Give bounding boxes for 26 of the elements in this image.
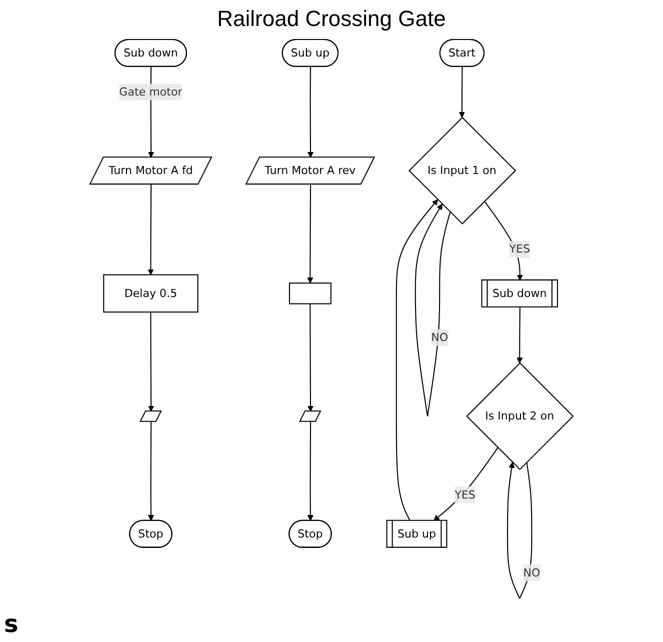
arrow (307, 184, 314, 284)
node-diamond: Is Input 2 on (466, 362, 574, 470)
arrow (484, 200, 523, 281)
arrow (148, 422, 154, 521)
arrow (458, 66, 465, 118)
arrow (307, 66, 314, 158)
node-parallelogram (299, 410, 322, 422)
text-fragment: s (4, 610, 18, 638)
arrow (516, 307, 523, 364)
edge-label: YES (509, 242, 530, 256)
arrow (307, 304, 314, 412)
edge-label: NO (431, 330, 448, 344)
edge-label: NO (523, 566, 540, 580)
node-diamond: Is Input 1 on (408, 116, 516, 224)
arrow (148, 312, 154, 412)
edge-label: YES (454, 488, 476, 502)
arrow (307, 422, 314, 521)
arrow (396, 199, 438, 521)
edge-label: Gate motor (119, 85, 182, 98)
node-box (288, 282, 332, 304)
diagram-title: Railroad Crossing Gate (216, 6, 447, 32)
node-box: Delay 0.5 (103, 274, 198, 313)
node-parallelogram (140, 410, 162, 422)
arrow (434, 447, 498, 521)
arrow (148, 184, 154, 276)
arrow (414, 204, 451, 416)
